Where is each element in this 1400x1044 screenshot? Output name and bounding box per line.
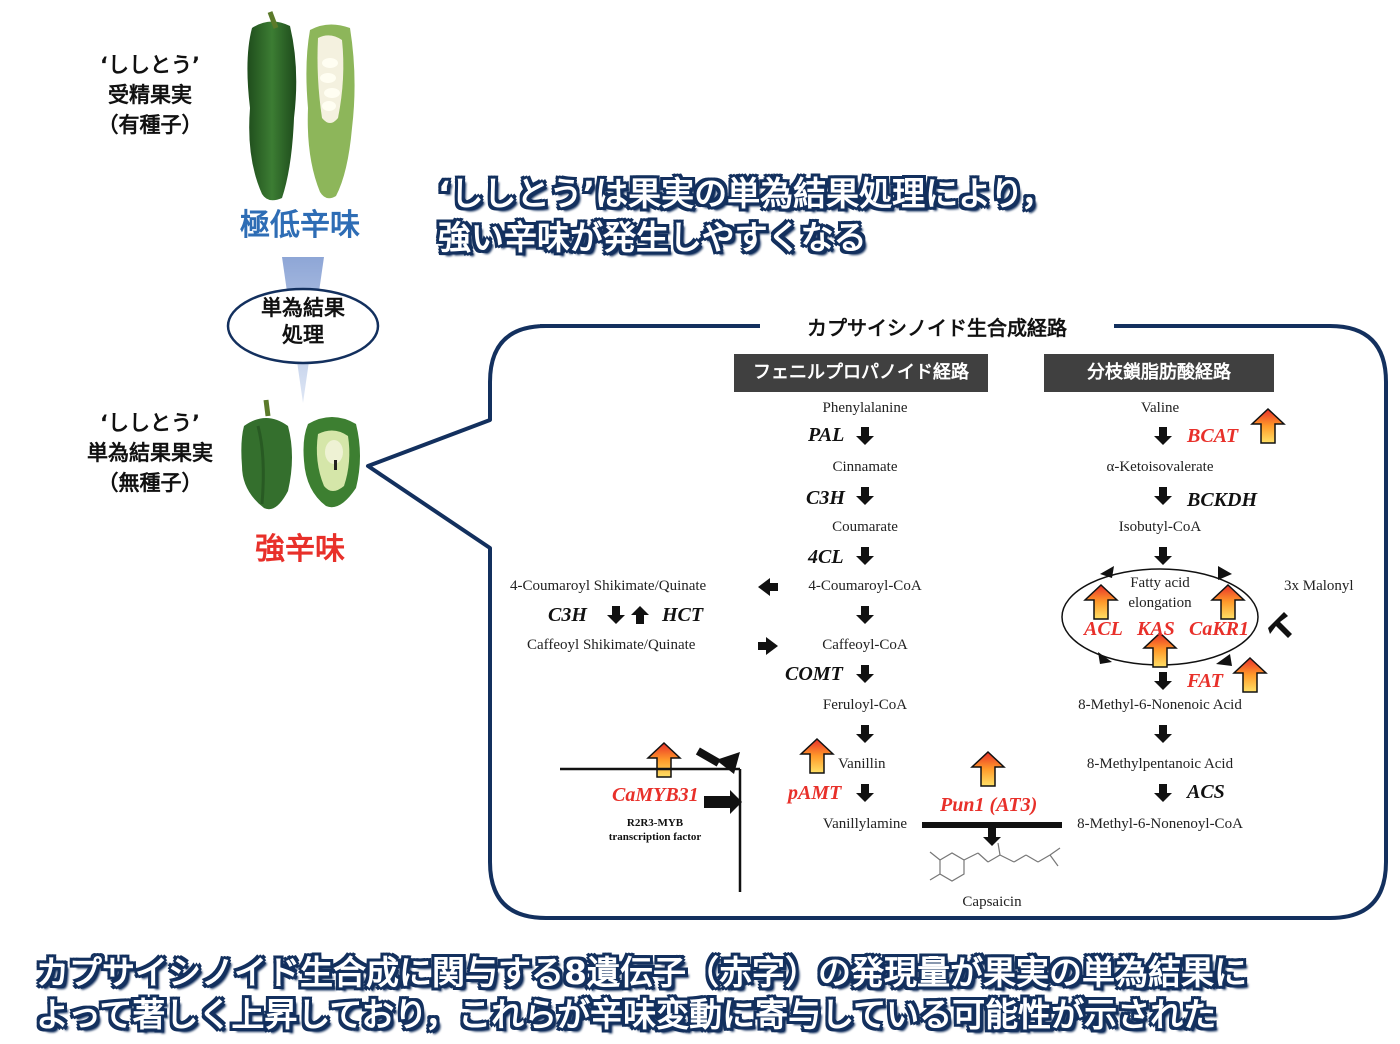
metabolite-vanillin: Vanillin bbox=[838, 756, 886, 772]
metabolite-cinnamate: Cinnamate bbox=[832, 459, 898, 475]
headline: ‘ししとう’は果実の単為結果処理により， 強い辛味が発生しやすくなる bbox=[438, 172, 1158, 260]
enzyme-4cl: 4CL bbox=[808, 546, 844, 568]
label-line: 処理 bbox=[282, 323, 324, 347]
cycle-label: Fatty acid elongation bbox=[1110, 575, 1210, 612]
fertilized-taste-label: 極低辛味 bbox=[240, 208, 360, 243]
metabolite-phenylalanine: Phenylalanine bbox=[822, 400, 908, 416]
metabolite-feruloyl-coa: Feruloyl-CoA bbox=[822, 697, 908, 713]
parthenocarpic-pepper-image bbox=[241, 399, 360, 510]
metabolite-ketoisovalerate: α-Ketoisovalerate bbox=[1106, 459, 1214, 475]
tf-label-line: R2R3-MYB bbox=[626, 817, 684, 829]
cycle-label-line: Fatty acid bbox=[1130, 575, 1190, 591]
headline-line: ‘ししとう’は果実の単為結果処理により， bbox=[438, 174, 1055, 213]
label-line: ‘ししとう’ bbox=[100, 53, 200, 77]
tf-label: R2R3-MYB transcription factor bbox=[580, 816, 730, 844]
tf-label-line: transcription factor bbox=[608, 831, 702, 843]
metabolite-caffeoyl-shikimate: Caffeoyl Shikimate/Quinate bbox=[527, 637, 696, 653]
enzyme-c3h-side: C3H bbox=[548, 604, 587, 626]
metabolite-8-methyl-6-nonenoyl-coa: 8-Methyl-6-Nonenoyl-CoA bbox=[1077, 816, 1243, 832]
enzyme-hct: HCT bbox=[662, 604, 704, 626]
label-line: 単為結果 bbox=[261, 296, 345, 320]
enzyme-kas: KAS bbox=[1137, 618, 1175, 640]
fertilized-fruit-label: ‘ししとう’ 受精果実 （有種子） bbox=[60, 50, 240, 140]
cycle-label-line: elongation bbox=[1128, 595, 1192, 611]
metabolite-4-coumaroyl-shikimate: 4-Coumaroyl Shikimate/Quinate bbox=[510, 578, 707, 594]
metabolite-coumarate: Coumarate bbox=[832, 519, 898, 535]
headline-line: 強い辛味が発生しやすくなる bbox=[438, 218, 867, 257]
footer-line: カプサイシノイド生合成に関与する8遺伝子（赤字）の発現量が果実の単為結果に bbox=[36, 953, 1247, 992]
parthenocarpic-taste-label: 強辛味 bbox=[255, 532, 345, 567]
enzyme-acs: ACS bbox=[1187, 781, 1225, 803]
metabolite-8-methyl-6-nonenoic-acid: 8-Methyl-6-Nonenoic Acid bbox=[1078, 697, 1242, 713]
enzyme-pamt: pAMT bbox=[788, 782, 842, 804]
footer-line: よって著しく上昇しており，これらが辛味変動に寄与している可能性が示された bbox=[36, 995, 1217, 1034]
metabolite-caffeoyl-coa: Caffeoyl-CoA bbox=[822, 637, 908, 653]
phenylpropanoid-header: フェニルプロパノイド経路 bbox=[734, 354, 988, 392]
enzyme-acl: ACL bbox=[1084, 618, 1123, 640]
metabolite-8-methylpentanoic-acid: 8-Methylpentanoic Acid bbox=[1086, 756, 1234, 772]
enzyme-pal: PAL bbox=[808, 424, 845, 446]
footer-summary: カプサイシノイド生合成に関与する8遺伝子（赤字）の発現量が果実の単為結果に よっ… bbox=[36, 952, 1396, 1036]
enzyme-fat: FAT bbox=[1187, 670, 1223, 692]
enzyme-c3h: C3H bbox=[806, 487, 845, 509]
malonyl-label: 3x Malonyl bbox=[1284, 578, 1354, 594]
metabolite-valine: Valine bbox=[1140, 400, 1180, 416]
treatment-label: 単為結果 処理 bbox=[225, 295, 381, 349]
capsaicin-structure bbox=[929, 842, 1061, 882]
label-line: （有種子） bbox=[97, 113, 203, 137]
label-line: ‘ししとう’ bbox=[100, 411, 200, 435]
enzyme-bckdh: BCKDH bbox=[1187, 489, 1258, 511]
gene-camyb31: CaMYB31 bbox=[612, 784, 699, 806]
enzyme-comt: COMT bbox=[785, 663, 843, 685]
metabolite-4-coumaroyl-coa: 4-Coumaroyl-CoA bbox=[808, 578, 922, 594]
parthenocarpic-fruit-label: ‘ししとう’ 単為結果果実 （無種子） bbox=[60, 408, 240, 498]
label-line: 受精果実 bbox=[108, 83, 192, 107]
product-capsaicin: Capsaicin bbox=[962, 894, 1022, 910]
enzyme-pun1: Pun1 (AT3) bbox=[940, 794, 1038, 816]
bcfa-header: 分枝鎖脂肪酸経路 bbox=[1044, 354, 1274, 392]
metabolite-isobutyl-coa: Isobutyl-CoA bbox=[1118, 519, 1202, 535]
metabolite-vanillylamine: Vanillylamine bbox=[822, 816, 908, 832]
label-line: 単為結果果実 bbox=[87, 441, 213, 465]
label-line: （無種子） bbox=[97, 471, 203, 495]
fertilized-pepper-image bbox=[247, 11, 355, 201]
pathway-title: カプサイシノイド生合成経路 bbox=[807, 316, 1067, 340]
enzyme-bcat: BCAT bbox=[1187, 425, 1239, 447]
treatment-ellipse bbox=[226, 287, 380, 365]
enzyme-cakr1: CaKR1 bbox=[1189, 618, 1250, 640]
